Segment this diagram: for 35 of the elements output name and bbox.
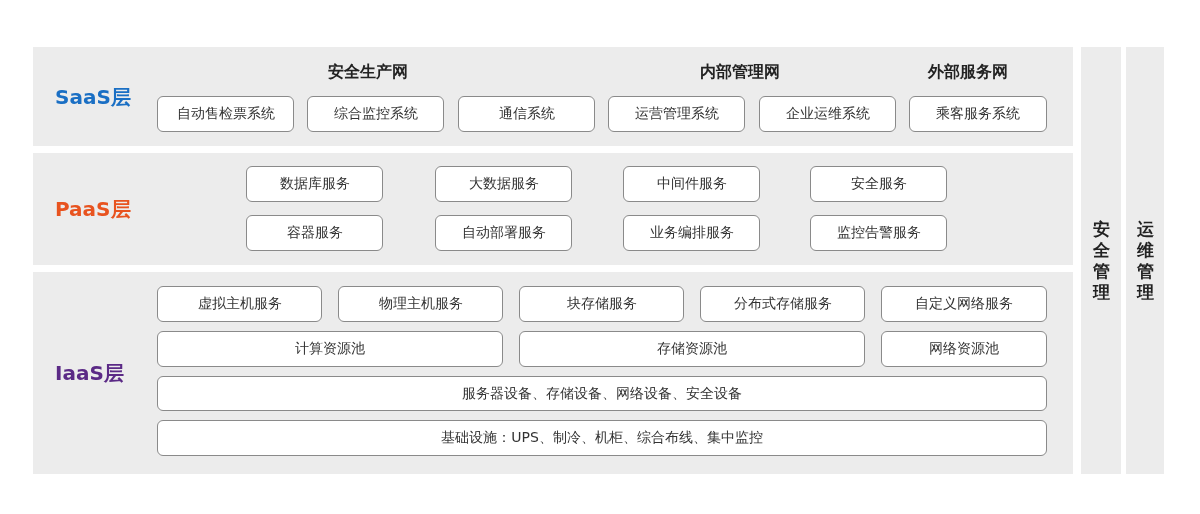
service-box: 块存储服务: [519, 286, 684, 322]
service-box: 服务器设备、存储设备、网络设备、安全设备: [157, 376, 1047, 411]
layer-title: IaaS层: [55, 360, 124, 387]
service-box: 网络资源池: [881, 331, 1047, 367]
service-box: 监控告警服务: [810, 215, 947, 251]
service-box: 自动部署服务: [435, 215, 572, 251]
service-box: 企业运维系统: [759, 96, 896, 132]
layer-band: [33, 272, 1073, 474]
service-box: 物理主机服务: [338, 286, 503, 322]
layer-band: [33, 47, 1073, 146]
service-box: 存储资源池: [519, 331, 865, 367]
section-heading: 外部服务网: [928, 62, 1008, 83]
service-box: 容器服务: [246, 215, 383, 251]
service-box: 计算资源池: [157, 331, 503, 367]
service-box: 自动售检票系统: [157, 96, 294, 132]
section-heading: 内部管理网: [700, 62, 780, 83]
service-box: 基础设施：UPS、制冷、机柜、综合布线、集中监控: [157, 420, 1047, 456]
layer-band: [33, 153, 1073, 265]
service-box: 中间件服务: [623, 166, 760, 202]
column-title: 安全管理: [1092, 218, 1110, 303]
service-box: 通信系统: [458, 96, 595, 132]
service-box: 数据库服务: [246, 166, 383, 202]
service-box: 乘客服务系统: [909, 96, 1047, 132]
service-box: 虚拟主机服务: [157, 286, 322, 322]
service-box: 分布式存储服务: [700, 286, 865, 322]
service-box: 综合监控系统: [307, 96, 444, 132]
layer-title: PaaS层: [55, 196, 131, 223]
service-box: 运营管理系统: [608, 96, 745, 132]
column-title: 运维管理: [1136, 218, 1154, 303]
service-box: 自定义网络服务: [881, 286, 1047, 322]
service-box: 业务编排服务: [623, 215, 760, 251]
service-box: 大数据服务: [435, 166, 572, 202]
section-heading: 安全生产网: [328, 62, 408, 83]
service-box: 安全服务: [810, 166, 947, 202]
layer-title: SaaS层: [55, 83, 131, 111]
